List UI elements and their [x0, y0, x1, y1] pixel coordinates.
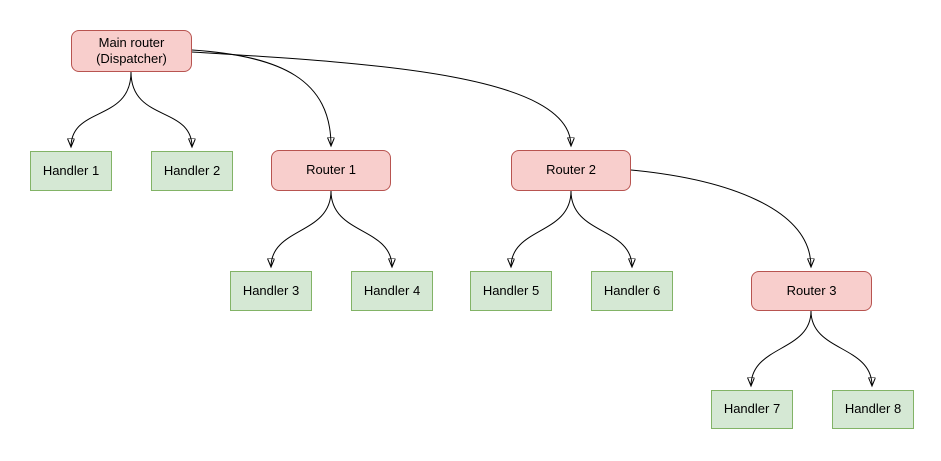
node-handler-1-label: Handler 1 — [42, 162, 100, 178]
node-handler-8: Handler 8 — [832, 390, 914, 429]
node-router-2: Router 2 — [511, 150, 631, 191]
node-handler-2-label: Handler 2 — [163, 162, 221, 178]
node-router-3: Router 3 — [751, 271, 872, 311]
edge-router-2-to-handler-6 — [570, 190, 632, 267]
node-handler-6-label: Handler 6 — [603, 282, 661, 298]
node-handler-7: Handler 7 — [711, 390, 793, 429]
node-main-router-label: Main router (Dispatcher) — [96, 34, 167, 66]
node-handler-7-label: Handler 7 — [723, 401, 781, 417]
node-handler-6: Handler 6 — [591, 271, 673, 311]
edge-main-to-handler-2 — [130, 71, 192, 147]
node-handler-5: Handler 5 — [470, 271, 552, 311]
edge-main-to-router-2 — [191, 51, 571, 146]
node-handler-1: Handler 1 — [30, 151, 112, 191]
node-router-1-label: Router 1 — [306, 162, 356, 178]
edge-router-1-to-handler-3 — [271, 190, 332, 267]
edge-router-2-to-router-3 — [630, 169, 811, 267]
node-handler-2: Handler 2 — [151, 151, 233, 191]
node-handler-3-label: Handler 3 — [242, 282, 300, 298]
node-router-1: Router 1 — [271, 150, 391, 191]
node-handler-5-label: Handler 5 — [482, 282, 540, 298]
node-handler-8-label: Handler 8 — [844, 401, 902, 417]
edge-router-1-to-handler-4 — [330, 190, 392, 267]
node-router-3-label: Router 3 — [786, 282, 837, 298]
node-main-router: Main router (Dispatcher) — [71, 30, 192, 72]
node-handler-4: Handler 4 — [351, 271, 433, 311]
node-handler-4-label: Handler 4 — [363, 282, 421, 298]
node-router-2-label: Router 2 — [546, 162, 596, 178]
edge-main-to-handler-1 — [71, 71, 132, 147]
edge-router-2-to-handler-5 — [511, 190, 572, 267]
edge-main-to-router-1 — [191, 49, 331, 146]
edge-router-3-to-handler-7 — [751, 310, 812, 386]
edge-router-3-to-handler-8 — [810, 310, 872, 386]
node-handler-3: Handler 3 — [230, 271, 312, 311]
